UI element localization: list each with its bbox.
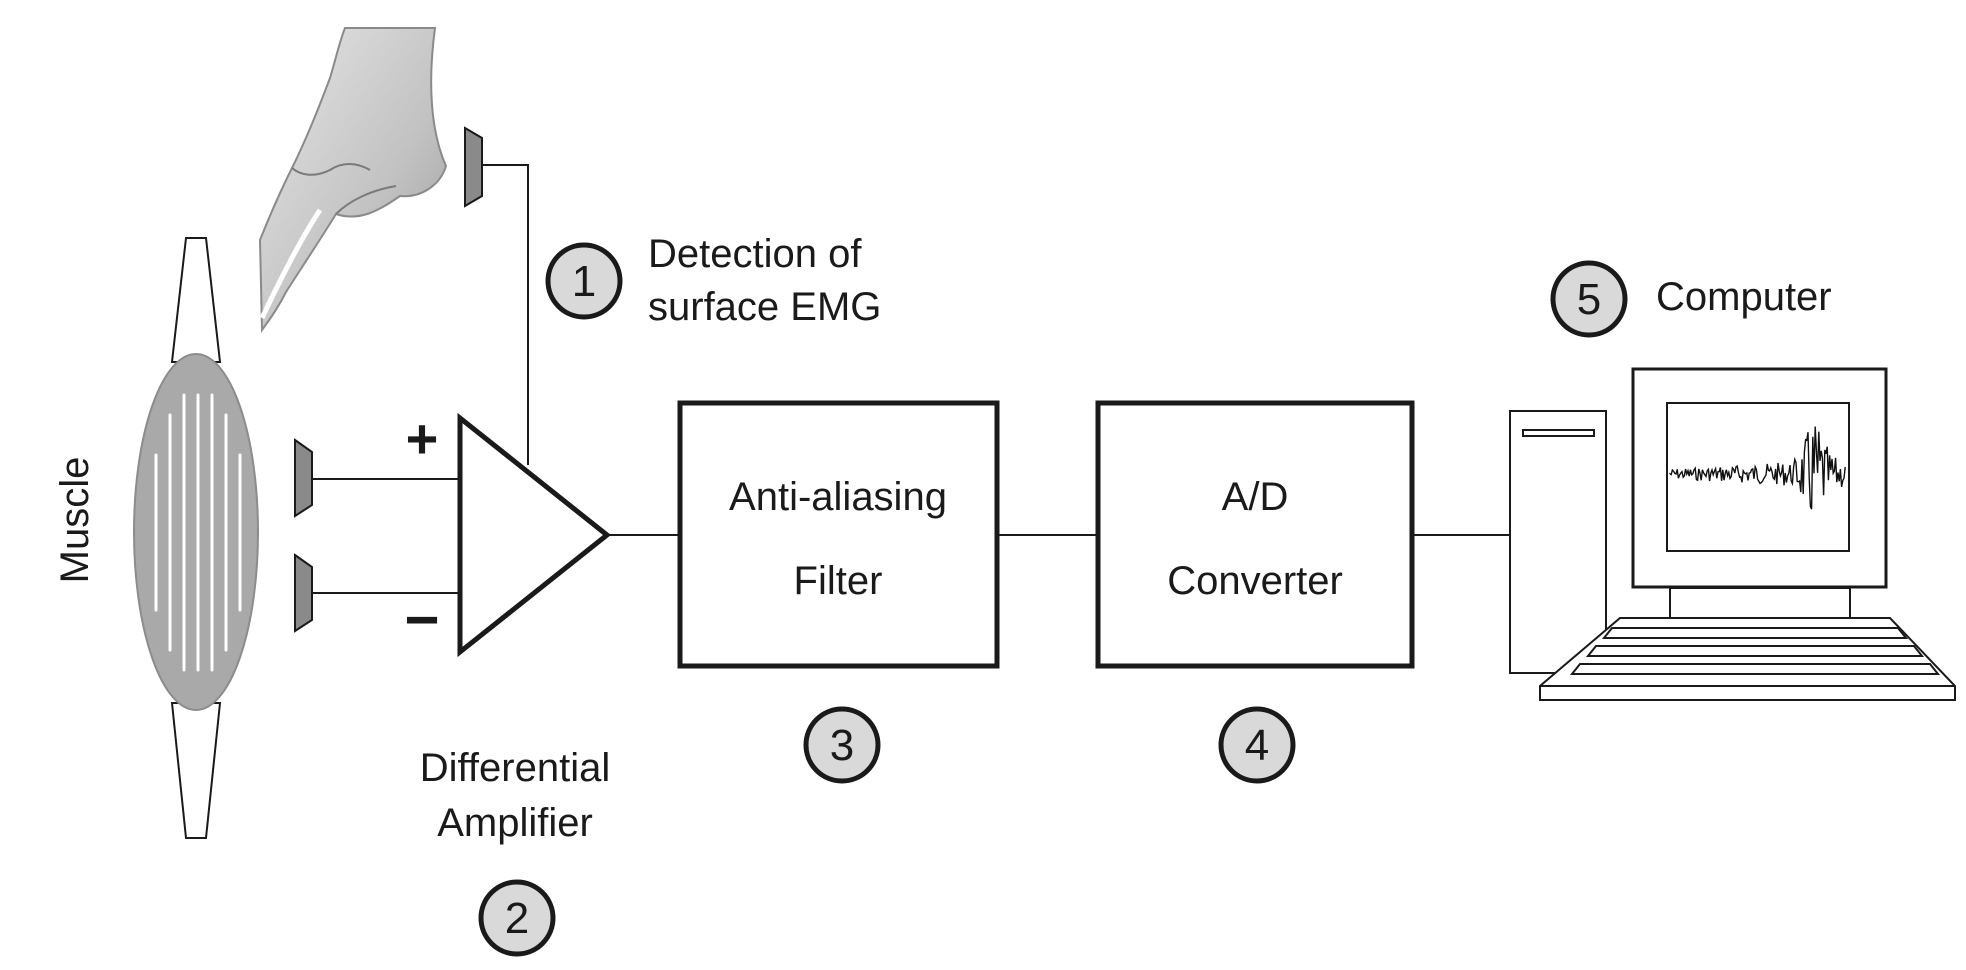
muscle-tendon-top — [170, 237, 222, 363]
step-badge-3: 3 — [803, 706, 881, 784]
adc-label-line1: A/D — [1222, 475, 1289, 519]
step-number-4: 4 — [1245, 721, 1269, 770]
step-badge-1: 1 — [545, 242, 623, 320]
ad-converter-block — [1095, 400, 1415, 669]
differential-amplifier-symbol — [457, 412, 612, 658]
electrode-reference — [464, 126, 483, 208]
muscle-label: Muscle — [53, 457, 97, 584]
computer-label: Computer — [1656, 275, 1832, 319]
monitor-stand — [1669, 587, 1851, 619]
step-number-1: 1 — [572, 257, 596, 306]
step-badge-4: 4 — [1218, 706, 1296, 784]
amplifier-label-line1: Differential — [420, 746, 610, 790]
muscle-illustration — [133, 237, 259, 839]
step-number-5: 5 — [1577, 275, 1601, 324]
electrode-negative — [294, 553, 313, 633]
filter-label-line2: Filter — [794, 559, 883, 603]
electrode-positive — [294, 438, 313, 518]
wires — [312, 164, 1510, 594]
step-badge-5: 5 — [1550, 260, 1628, 338]
computer-illustration — [1509, 367, 1956, 701]
detection-label-line1: Detection of — [648, 232, 862, 276]
emg-signal-trace — [1669, 426, 1846, 510]
computer-tower — [1509, 410, 1607, 674]
adc-label-line2: Converter — [1167, 559, 1343, 603]
tower-drive-slot — [1522, 429, 1595, 437]
minus-sign: − — [404, 586, 439, 653]
detection-label-line2: surface EMG — [648, 285, 881, 329]
filter-label-line1: Anti-aliasing — [729, 475, 947, 519]
reference-wire — [482, 164, 529, 465]
plus-sign: + — [406, 407, 439, 470]
step-number-3: 3 — [830, 721, 854, 770]
anti-aliasing-filter-block — [677, 400, 1000, 669]
amplifier-label-line2: Amplifier — [437, 801, 593, 845]
muscle-fibers — [154, 393, 242, 672]
step-number-2: 2 — [505, 894, 529, 943]
bone-illustration — [258, 27, 448, 333]
step-badge-2: 2 — [478, 879, 556, 957]
muscle-tendon-bottom — [170, 702, 222, 839]
